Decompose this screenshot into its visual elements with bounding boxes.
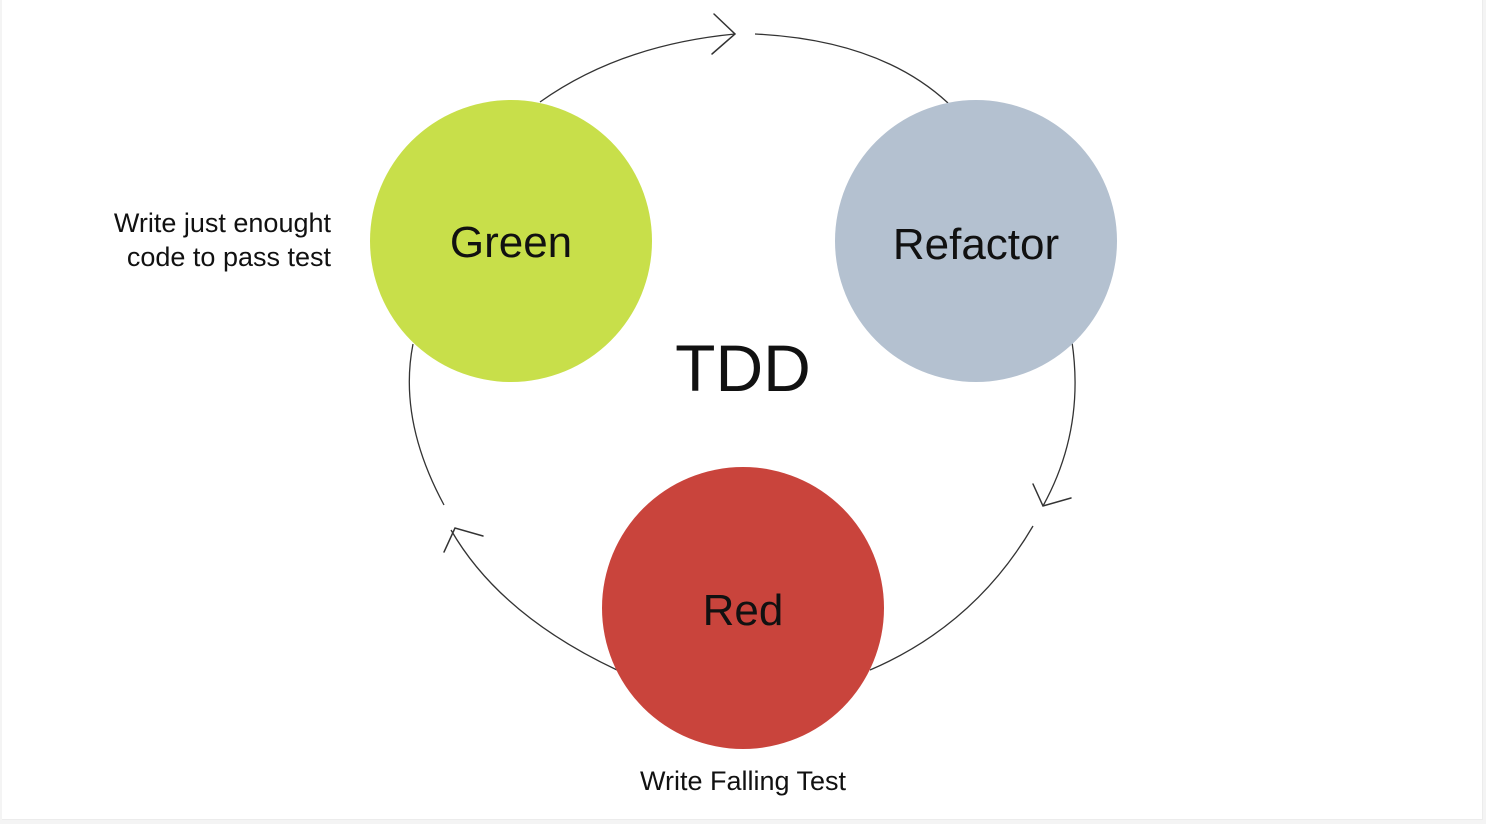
diagram-title: TDD — [675, 331, 811, 405]
arc-red-to-green — [450, 529, 618, 671]
node-green-label: Green — [450, 218, 572, 267]
red-step-note-text: Write Falling Test — [639, 766, 847, 796]
node-red-circle — [602, 467, 884, 749]
node-refactor-label: Refactor — [893, 220, 1059, 269]
arc-left — [408, 343, 445, 506]
green-step-note-line-1: Write just enought — [113, 208, 331, 238]
red-step-note: Write Falling Test — [0, 764, 1486, 798]
cycle-arcs — [408, 33, 1076, 671]
node-green: Green — [370, 100, 652, 382]
node-green-circle — [370, 100, 652, 382]
arrowhead-left-icon — [443, 527, 484, 553]
arrowhead-right-icon — [1032, 483, 1072, 507]
arc-bottom-right — [869, 525, 1034, 671]
node-red: Red — [602, 467, 884, 749]
node-refactor: Refactor — [835, 100, 1117, 382]
node-red-label: Red — [703, 586, 784, 635]
node-refactor-circle — [835, 100, 1117, 382]
cycle-arrowheads — [443, 13, 1072, 553]
arc-top-right — [754, 33, 949, 104]
arrowhead-top-icon — [711, 13, 737, 55]
arc-refactor-to-red — [1042, 341, 1076, 507]
arc-green-to-refactor — [539, 33, 736, 103]
green-step-note: Write just enought code to pass test — [114, 206, 331, 274]
green-step-note-line-2: code to pass test — [126, 242, 331, 272]
